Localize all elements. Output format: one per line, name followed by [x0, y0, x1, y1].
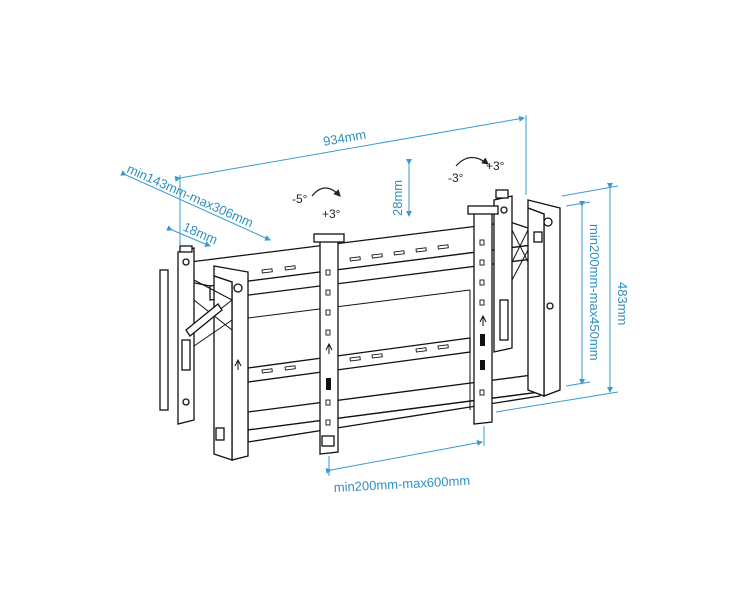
vertical-adjust-label: 28mm [390, 180, 405, 216]
right-tv-strip [467, 205, 499, 425]
tilt-indicator-left: -5° +3° [292, 187, 341, 221]
tilt-right-down-label: +3° [486, 159, 505, 173]
tilt-right-up-label: -3° [448, 171, 464, 185]
tilt-right-arrow-icon [455, 156, 489, 167]
middle-rail-slots [261, 344, 449, 374]
tilt-left-up-label: -5° [292, 192, 308, 206]
tilt-left-arrow-icon [311, 187, 341, 197]
right-pushout-arm [493, 189, 529, 353]
left-pushout-arm [159, 245, 233, 425]
vertical-hole-spacing-label: min200mm-max450mm [587, 224, 602, 361]
left-wall-bracket [213, 265, 249, 461]
right-strip-holes [479, 239, 485, 396]
left-strip-holes [325, 269, 331, 426]
width-label: 934mm [322, 127, 367, 149]
top-rail-slots [261, 244, 449, 274]
arm-offset-label: 18mm [181, 219, 220, 247]
tilt-indicator-right: -3° +3° [448, 156, 505, 185]
tilt-left-down-label: +3° [322, 207, 341, 221]
height-label: 483mm [615, 282, 630, 325]
dimension-lines [120, 115, 619, 476]
horizontal-hole-spacing-label: min200mm-max600mm [333, 473, 470, 495]
right-wall-bracket [527, 199, 561, 397]
